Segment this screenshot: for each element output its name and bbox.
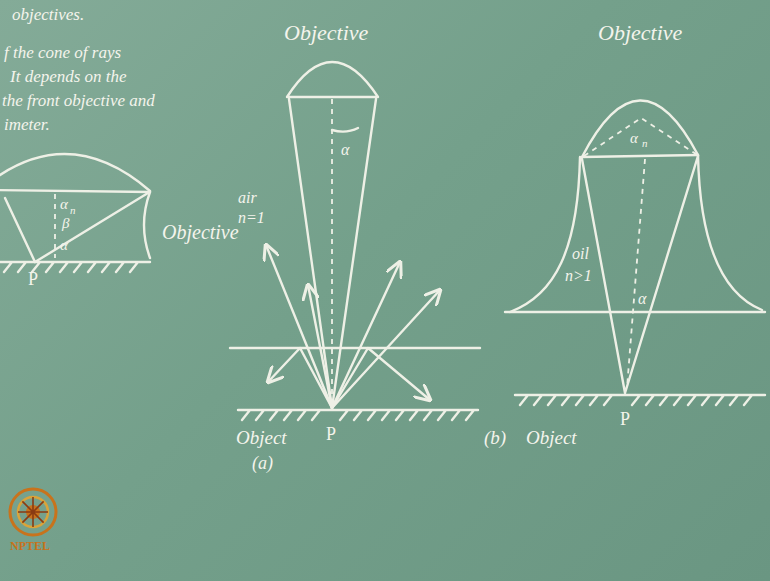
- board-note: objectives.: [12, 6, 84, 23]
- figure-label: (b): [484, 428, 506, 447]
- angle-symbol: α: [638, 291, 646, 307]
- coverslip: [230, 347, 480, 349]
- reflected-ray: [268, 348, 332, 408]
- nptel-logo: [10, 489, 56, 535]
- angle-symbol: β: [62, 216, 69, 231]
- axis-line: [54, 194, 56, 258]
- board-note: It depends on the: [10, 68, 127, 85]
- lens: [287, 62, 378, 97]
- object-label: Object: [236, 428, 287, 447]
- left-diagram: [0, 154, 150, 272]
- objective-label: Objective: [162, 222, 239, 242]
- medium-label: air: [238, 190, 257, 206]
- reflected-ray: [332, 348, 430, 408]
- lens-flat: [582, 155, 698, 157]
- medium-label: n>1: [565, 268, 592, 284]
- point-label: P: [620, 410, 630, 428]
- angle-symbol: α: [630, 131, 638, 146]
- board-note: imeter.: [4, 116, 50, 133]
- oil-objective-diagram: [505, 100, 765, 405]
- objective-label: Objective: [598, 22, 682, 44]
- angle-symbol: α: [341, 142, 349, 158]
- oil-edge: [144, 192, 150, 258]
- angle-arc: [332, 128, 358, 132]
- ray-arrow: [266, 245, 332, 408]
- objective-label: Objective: [284, 22, 368, 44]
- object-ground: [515, 395, 765, 405]
- point-label: P: [326, 425, 336, 443]
- ray-arrow: [332, 290, 440, 408]
- coverslip: [505, 311, 765, 313]
- object-ground: [238, 410, 478, 420]
- angle-subscript: n: [70, 205, 76, 216]
- cone-ray: [5, 198, 35, 262]
- medium-label: n=1: [238, 210, 265, 226]
- angle-symbol: α: [60, 197, 68, 212]
- oil-drop: [510, 157, 580, 312]
- lens-dome: [582, 100, 698, 157]
- angle-symbol: α: [60, 238, 68, 253]
- lens-flat: [0, 190, 150, 192]
- logo-text: NPTEL: [10, 540, 50, 552]
- object-label: Object: [526, 428, 577, 447]
- board-note: f the cone of rays: [4, 44, 121, 61]
- oil-drop: [698, 155, 762, 310]
- angle-subscript: n: [642, 138, 648, 149]
- ray-arrow: [308, 285, 332, 408]
- point-label: P: [28, 270, 38, 288]
- dry-objective-diagram: [230, 62, 480, 420]
- axis-line: [627, 159, 645, 388]
- lens-dome: [0, 154, 150, 191]
- cone-ray: [582, 156, 698, 393]
- cone-ray: [35, 193, 148, 262]
- board-note: the front objective and: [2, 92, 155, 109]
- figure-label: (a): [252, 454, 273, 472]
- axis-line: [331, 99, 333, 405]
- ray-arrow: [332, 262, 400, 408]
- object-ground: [0, 262, 150, 272]
- lens-angle-lines: [584, 118, 696, 156]
- medium-label: oil: [572, 246, 589, 262]
- cone-ray: [289, 99, 376, 408]
